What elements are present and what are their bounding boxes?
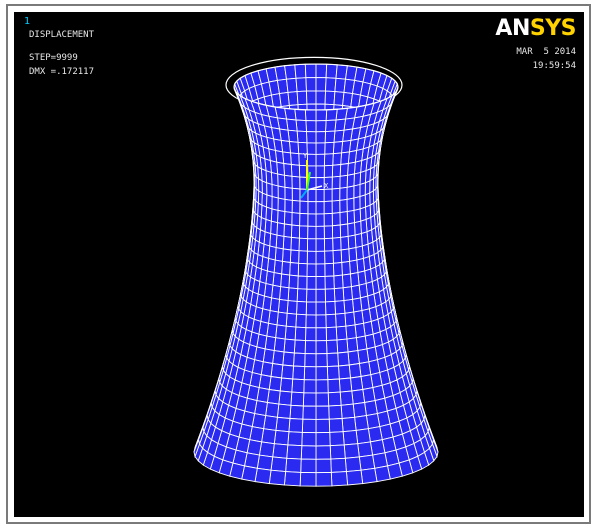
- cooling-tower-mesh: [193, 63, 439, 487]
- step-label: STEP=9999: [29, 53, 78, 63]
- triad-x-label: X: [324, 182, 329, 190]
- time-label: 19:59:54: [532, 61, 576, 71]
- window-number: 1: [24, 16, 31, 27]
- date-label: MAR 5 2014: [516, 47, 576, 57]
- graphics-window[interactable]: Y X 1 DISPLACEMENT STEP=9999 DMX =.17211…: [14, 12, 584, 517]
- plot-title: DISPLACEMENT: [29, 30, 95, 40]
- coordinate-triad-icon: Y X: [300, 152, 329, 199]
- logo-text-accent: SYS: [529, 16, 577, 41]
- dmx-label: DMX =.172117: [29, 67, 95, 77]
- ansys-logo: ANSYS: [495, 18, 576, 40]
- graphics-frame: Y X 1 DISPLACEMENT STEP=9999 DMX =.17211…: [6, 4, 591, 524]
- logo-text-primary: AN: [495, 16, 530, 41]
- deformed-shape-plot[interactable]: Y X: [14, 12, 584, 517]
- triad-y-label: Y: [303, 152, 308, 160]
